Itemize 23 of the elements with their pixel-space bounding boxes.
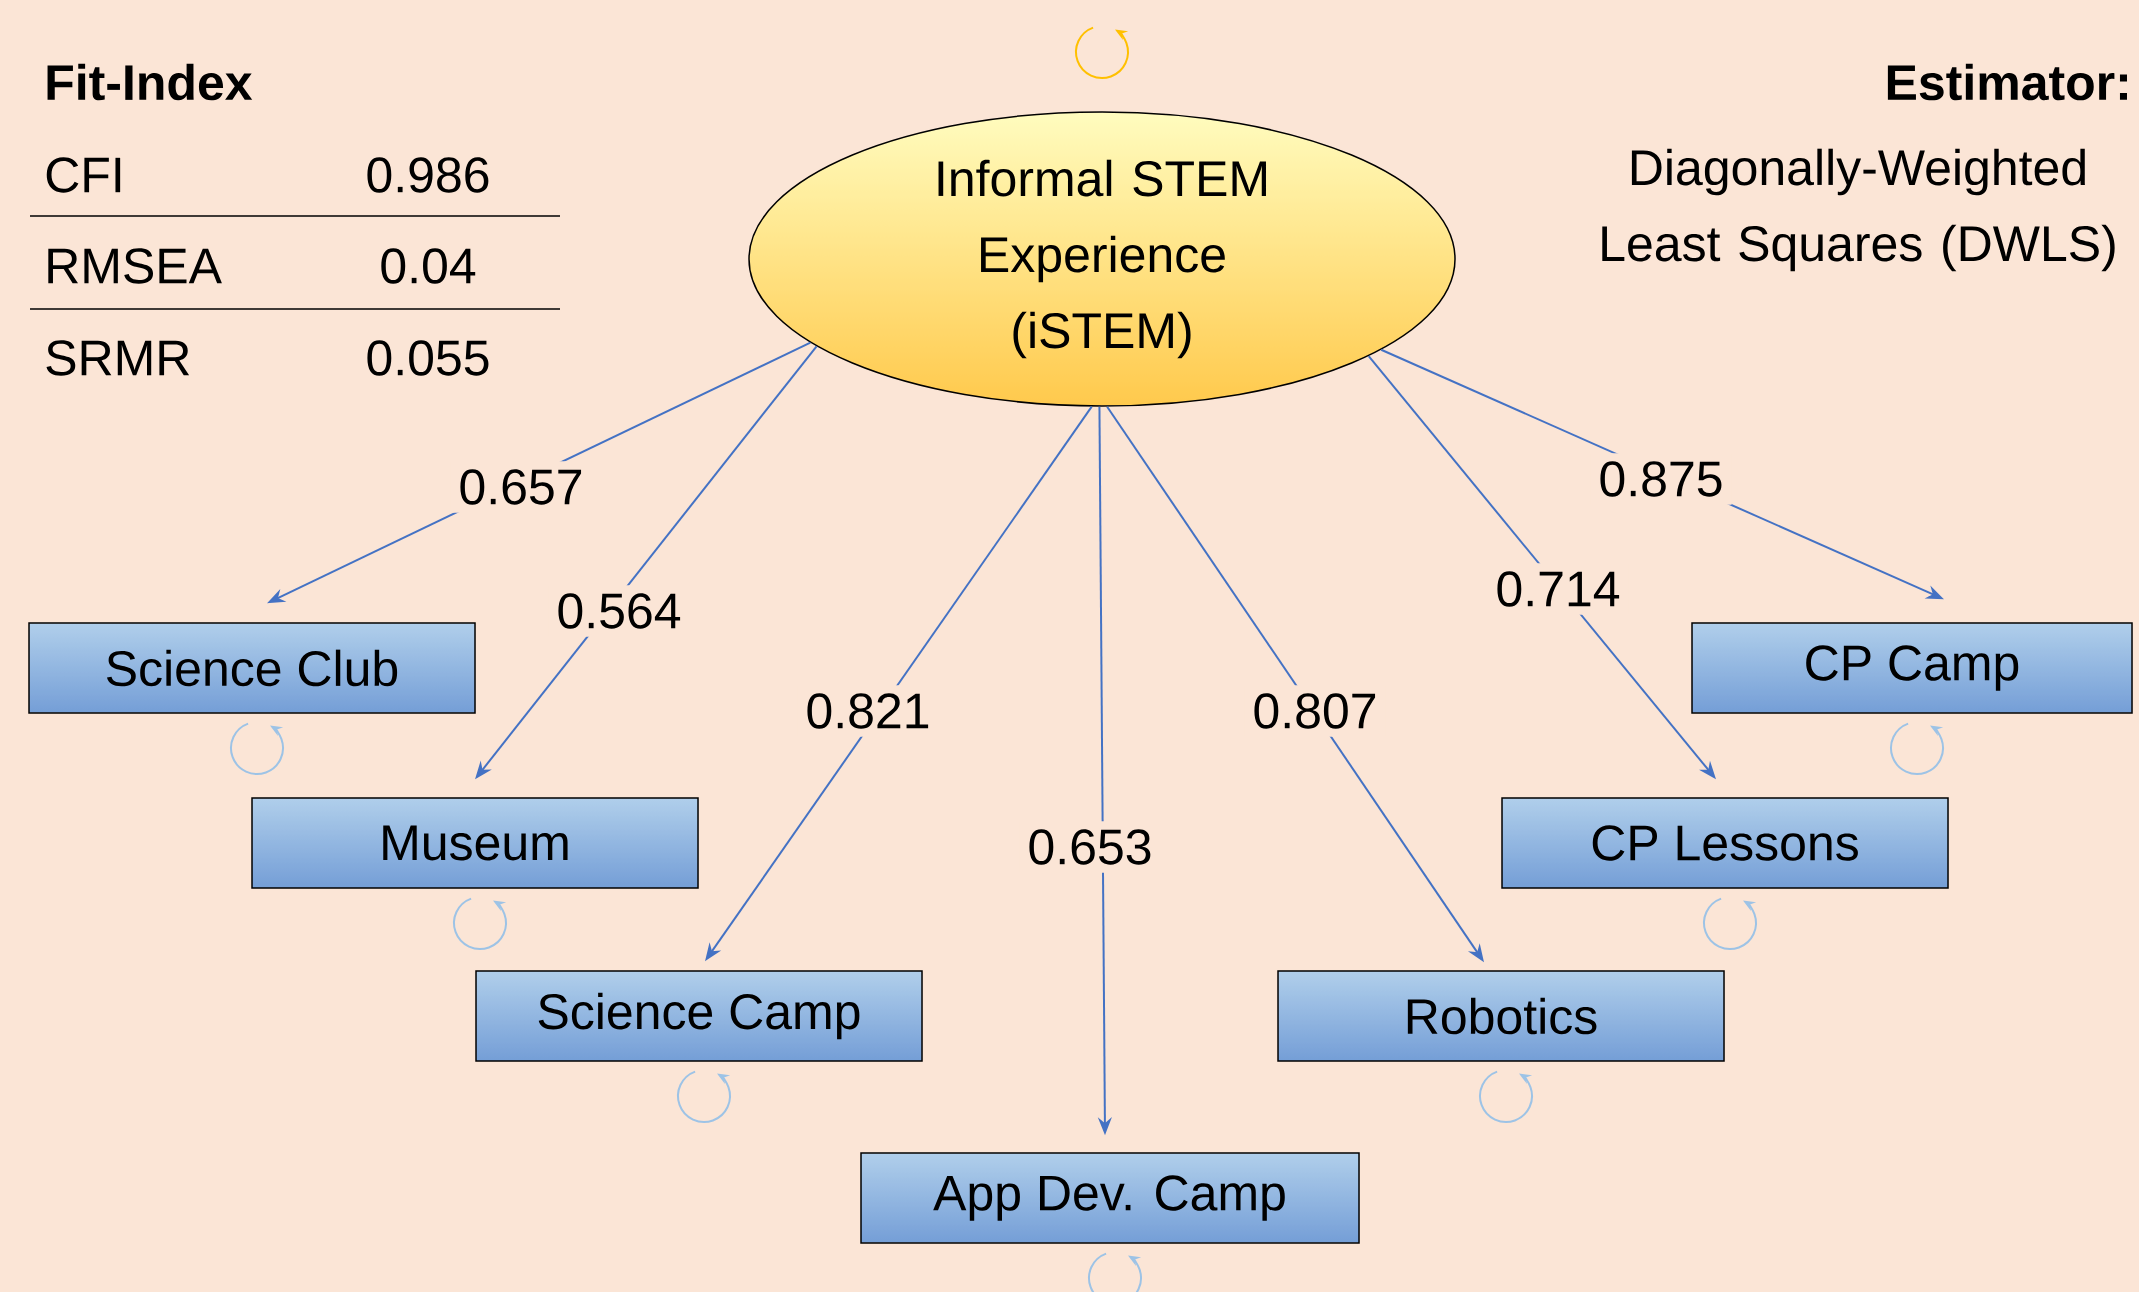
edge-label: 0.653 bbox=[1019, 821, 1161, 873]
indicator-box: Science Club bbox=[28, 622, 476, 714]
table-text: 0.055 bbox=[367, 340, 489, 376]
indicator-box: CP Lessons bbox=[1501, 797, 1949, 889]
table-text: 0.04 bbox=[381, 248, 476, 284]
indicator-box: CP Camp bbox=[1691, 622, 2133, 714]
table-heading: Fit-Index bbox=[47, 63, 253, 101]
table-text: SRMR bbox=[46, 340, 190, 376]
edge-label: 0.821 bbox=[797, 685, 939, 737]
edge-label: 0.657 bbox=[450, 461, 592, 513]
indicator-box: Robotics bbox=[1277, 970, 1725, 1062]
indicator-box: Museum bbox=[251, 797, 699, 889]
table-text: CFI bbox=[46, 157, 121, 193]
edge-label: 0.807 bbox=[1244, 685, 1386, 737]
table-text: RMSEA bbox=[48, 248, 222, 284]
edge-label: 0.714 bbox=[1487, 563, 1629, 615]
edge-label: 0.875 bbox=[1590, 453, 1732, 505]
indicator-box: Science Camp bbox=[475, 970, 923, 1062]
edge-label: 0.564 bbox=[548, 585, 690, 637]
note-text: Diagonally-Weighted Least Squares (DWLS) bbox=[1602, 148, 2115, 272]
table-text: 0.986 bbox=[367, 157, 489, 193]
heading: Estimator: bbox=[1887, 63, 2127, 101]
indicator-box: App Dev. Camp bbox=[860, 1152, 1360, 1244]
